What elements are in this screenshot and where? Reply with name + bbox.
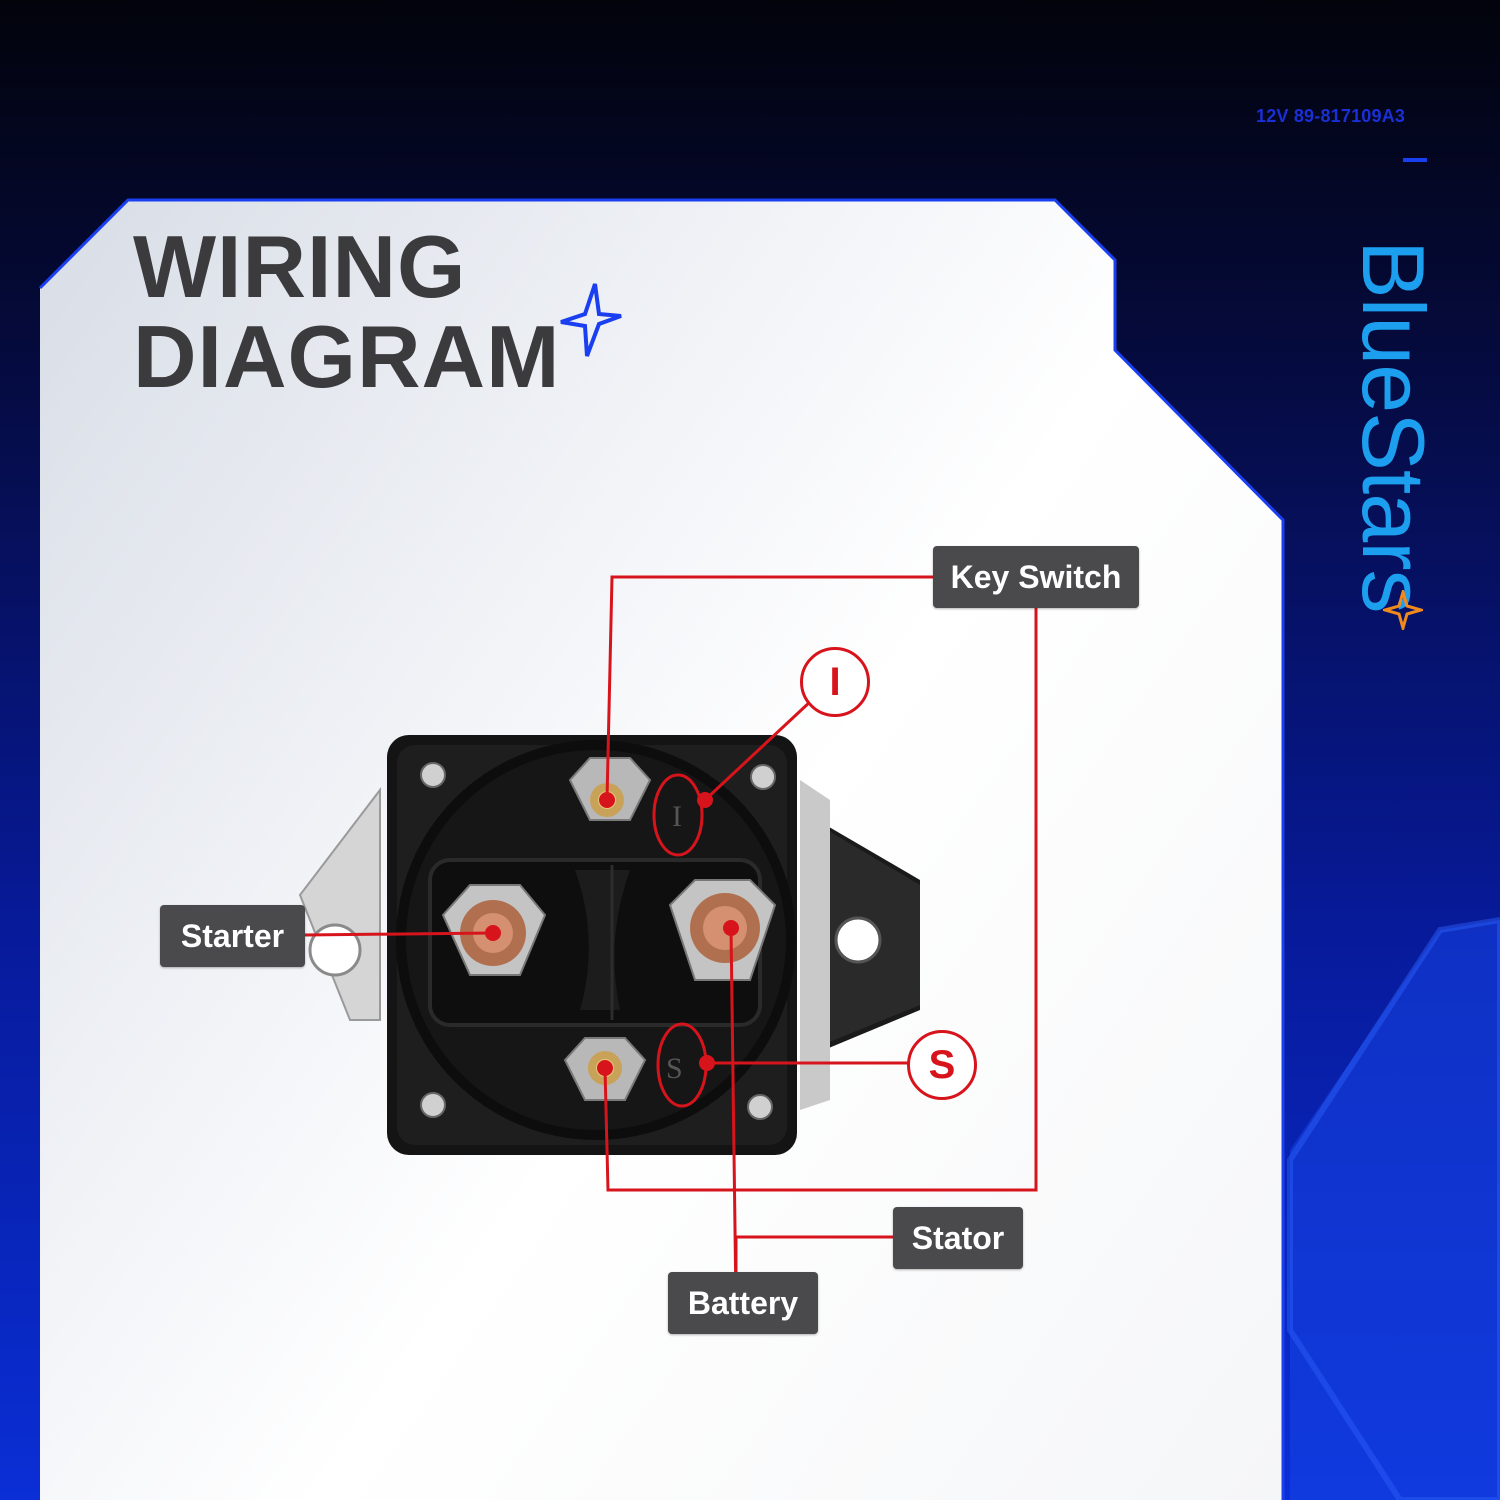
battery-terminal: [668, 879, 777, 981]
title-star-icon: [560, 283, 622, 357]
key-switch-label: Key Switch: [933, 546, 1139, 608]
solenoid-image: I S: [298, 735, 920, 1155]
title-line-1: WIRING: [133, 217, 467, 316]
accent-dash: [1403, 158, 1427, 162]
starter-terminal: [441, 884, 547, 976]
starter-wire: [304, 931, 494, 937]
battery-label: Battery: [668, 1272, 818, 1334]
svg-text:I: I: [672, 800, 682, 833]
wire-dots: [485, 792, 739, 1076]
wire-lines: [304, 575, 1038, 1304]
key-switch-wire: [605, 575, 935, 801]
title-line-2: DIAGRAM: [133, 307, 561, 406]
terminal-s-marker: S: [907, 1030, 977, 1100]
s-to-key-switch-wire: [603, 608, 1038, 1192]
terminal-i-marker: I: [800, 647, 870, 717]
starter-label: Starter: [160, 905, 305, 967]
svg-text:S: S: [666, 1052, 683, 1085]
page-title: WIRING DIAGRAM: [133, 222, 560, 402]
product-code: 12V 89-817109A3: [1256, 106, 1406, 126]
i-callout-line: [703, 698, 814, 802]
stator-label: Stator: [893, 1207, 1023, 1269]
i-highlight-ellipse: [652, 773, 704, 857]
brand-star-icon: [1383, 590, 1423, 630]
